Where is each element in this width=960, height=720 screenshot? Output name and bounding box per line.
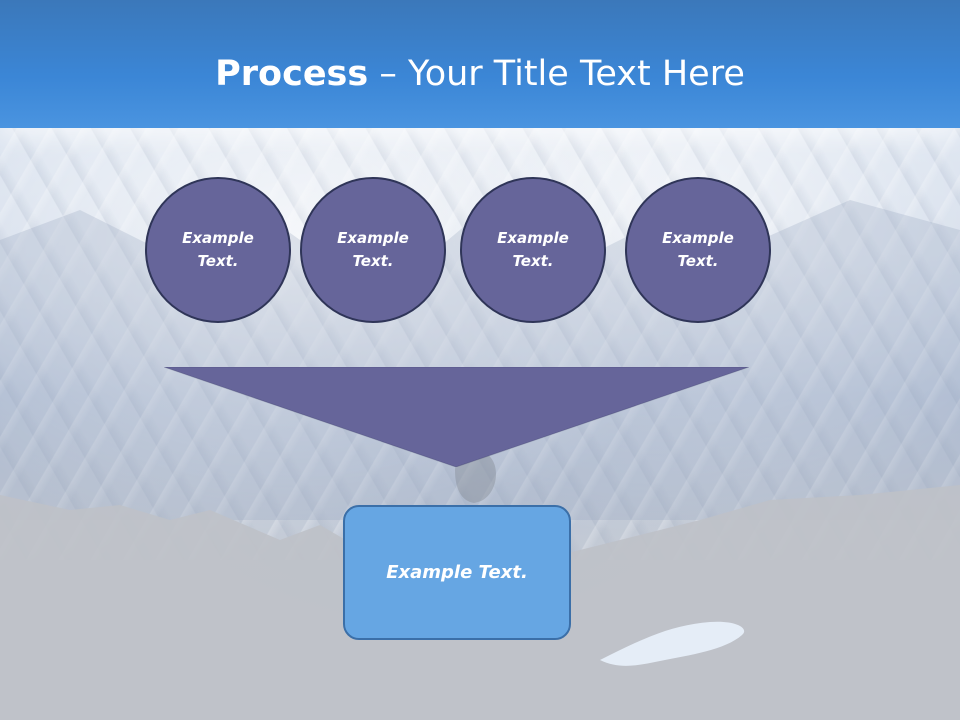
background-texture — [0, 120, 960, 560]
slide-title: Process – Your Title Text Here — [0, 52, 960, 96]
result-text: Example Text. — [386, 562, 528, 583]
process-circle-4[interactable]: Example Text. — [625, 177, 771, 323]
circle-line-2: Text. — [512, 252, 554, 270]
process-circle-3[interactable]: Example Text. — [460, 177, 606, 323]
title-strong: Process — [215, 54, 369, 94]
process-circle-text: Example Text. — [478, 227, 588, 273]
circle-line-1: Example — [497, 229, 569, 247]
process-circle-text: Example Text. — [643, 227, 753, 273]
circle-line-2: Text. — [352, 252, 394, 270]
circle-line-1: Example — [337, 229, 409, 247]
process-circle-text: Example Text. — [163, 227, 273, 273]
title-bar — [0, 0, 960, 128]
circle-line-2: Text. — [677, 252, 719, 270]
process-circle-text: Example Text. — [318, 227, 428, 273]
circle-line-1: Example — [662, 229, 734, 247]
result-box[interactable]: Example Text. — [343, 505, 571, 640]
title-rest: – Your Title Text Here — [368, 54, 745, 94]
circle-line-1: Example — [182, 229, 254, 247]
funnel-shape — [164, 367, 749, 467]
circle-line-2: Text. — [197, 252, 239, 270]
process-circle-2[interactable]: Example Text. — [300, 177, 446, 323]
process-circle-1[interactable]: Example Text. — [145, 177, 291, 323]
